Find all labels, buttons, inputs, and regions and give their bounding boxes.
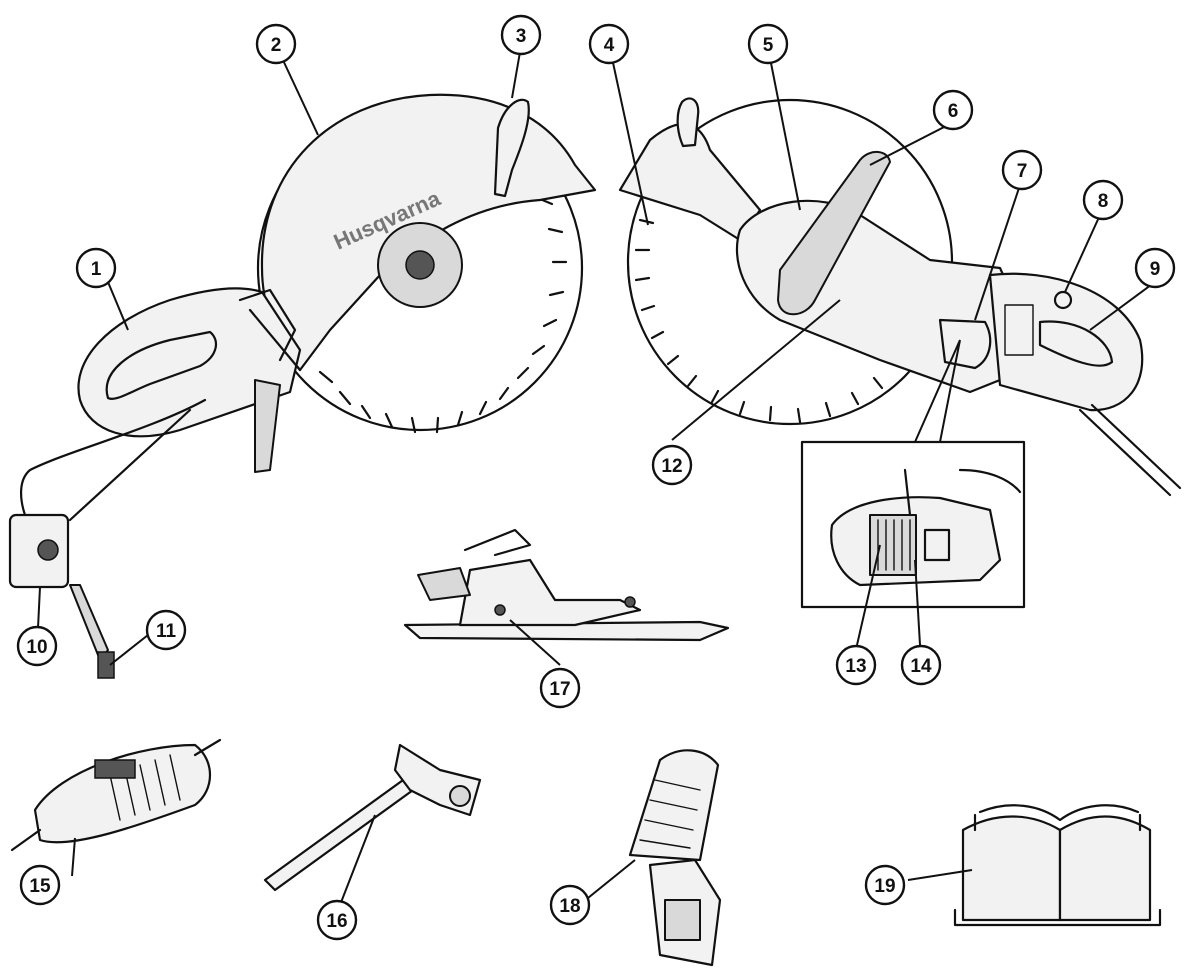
svg-text:7: 7 (1017, 161, 1028, 182)
svg-text:13: 13 (845, 656, 866, 677)
svg-text:9: 9 (1150, 259, 1161, 280)
rear-handle-right (988, 272, 1144, 412)
water-valve-accessory (628, 749, 722, 967)
callout-15: 15 (19, 864, 61, 906)
svg-text:5: 5 (763, 35, 774, 56)
power-cutter-right-view (618, 97, 1182, 609)
vent-grille (1004, 304, 1034, 356)
callouts: 1 2 3 4 5 6 7 8 9 10 11 12 13 14 15 16 1… (16, 14, 1176, 941)
blade-segments-left (318, 197, 568, 434)
callout-19: 19 (864, 864, 906, 906)
prcd-button (37, 539, 59, 561)
operators-manual-book (953, 804, 1162, 927)
svg-text:16: 16 (326, 911, 347, 932)
guard-handle-right (676, 97, 700, 148)
svg-text:1: 1 (91, 259, 102, 280)
callout-4: 4 (588, 23, 630, 65)
water-kit-attachment (403, 528, 730, 642)
callout-13: 13 (835, 644, 877, 686)
svg-text:11: 11 (156, 621, 177, 642)
callout-14: 14 (900, 644, 942, 686)
svg-text:14: 14 (910, 656, 932, 677)
callout-16: 16 (316, 899, 358, 941)
switch-cover (938, 318, 992, 370)
callout-5: 5 (747, 23, 789, 65)
callout-1: 1 (75, 247, 117, 289)
svg-text:12: 12 (661, 456, 682, 477)
leader-lines (37, 51, 1156, 906)
water-connection-lead (69, 584, 109, 661)
detail-inset-content (830, 468, 1022, 587)
arbor-nut (405, 250, 435, 280)
svg-text:2: 2 (271, 35, 282, 56)
svg-text:19: 19 (874, 876, 895, 897)
indicator-button (1053, 290, 1073, 310)
rear-handle-left (77, 287, 302, 438)
callout-11: 11 (145, 609, 187, 651)
svg-text:10: 10 (26, 637, 47, 658)
callout-6: 6 (932, 89, 974, 131)
zoom-leader-lines (914, 339, 961, 443)
support-foot (254, 379, 281, 473)
callout-10: 10 (16, 625, 58, 667)
svg-text:8: 8 (1098, 191, 1109, 212)
detail-inset (800, 440, 1026, 609)
callout-12: 12 (651, 444, 693, 486)
connector-nipple (97, 651, 115, 679)
svg-text:6: 6 (948, 101, 959, 122)
combination-wrench (263, 743, 482, 892)
svg-text:17: 17 (549, 679, 570, 700)
power-cutter-left-view: Husqvarna (8, 93, 597, 679)
callout-9: 9 (1134, 247, 1176, 289)
front-frame (238, 288, 302, 372)
svg-text:4: 4 (604, 35, 615, 56)
guard-adjust-handle (493, 98, 530, 198)
svg-text:3: 3 (516, 26, 527, 47)
callout-8: 8 (1082, 179, 1124, 221)
svg-text:18: 18 (559, 896, 580, 917)
callout-3: 3 (500, 14, 542, 56)
callout-17: 17 (539, 667, 581, 709)
callout-2: 2 (255, 23, 297, 65)
callout-7: 7 (1001, 149, 1043, 191)
prcd-adapter (10, 738, 222, 852)
drive-belt (777, 151, 891, 316)
power-cable-right (1078, 403, 1182, 497)
callout-18: 18 (549, 884, 591, 926)
svg-text:15: 15 (29, 876, 51, 897)
power-cable-left (20, 398, 207, 517)
